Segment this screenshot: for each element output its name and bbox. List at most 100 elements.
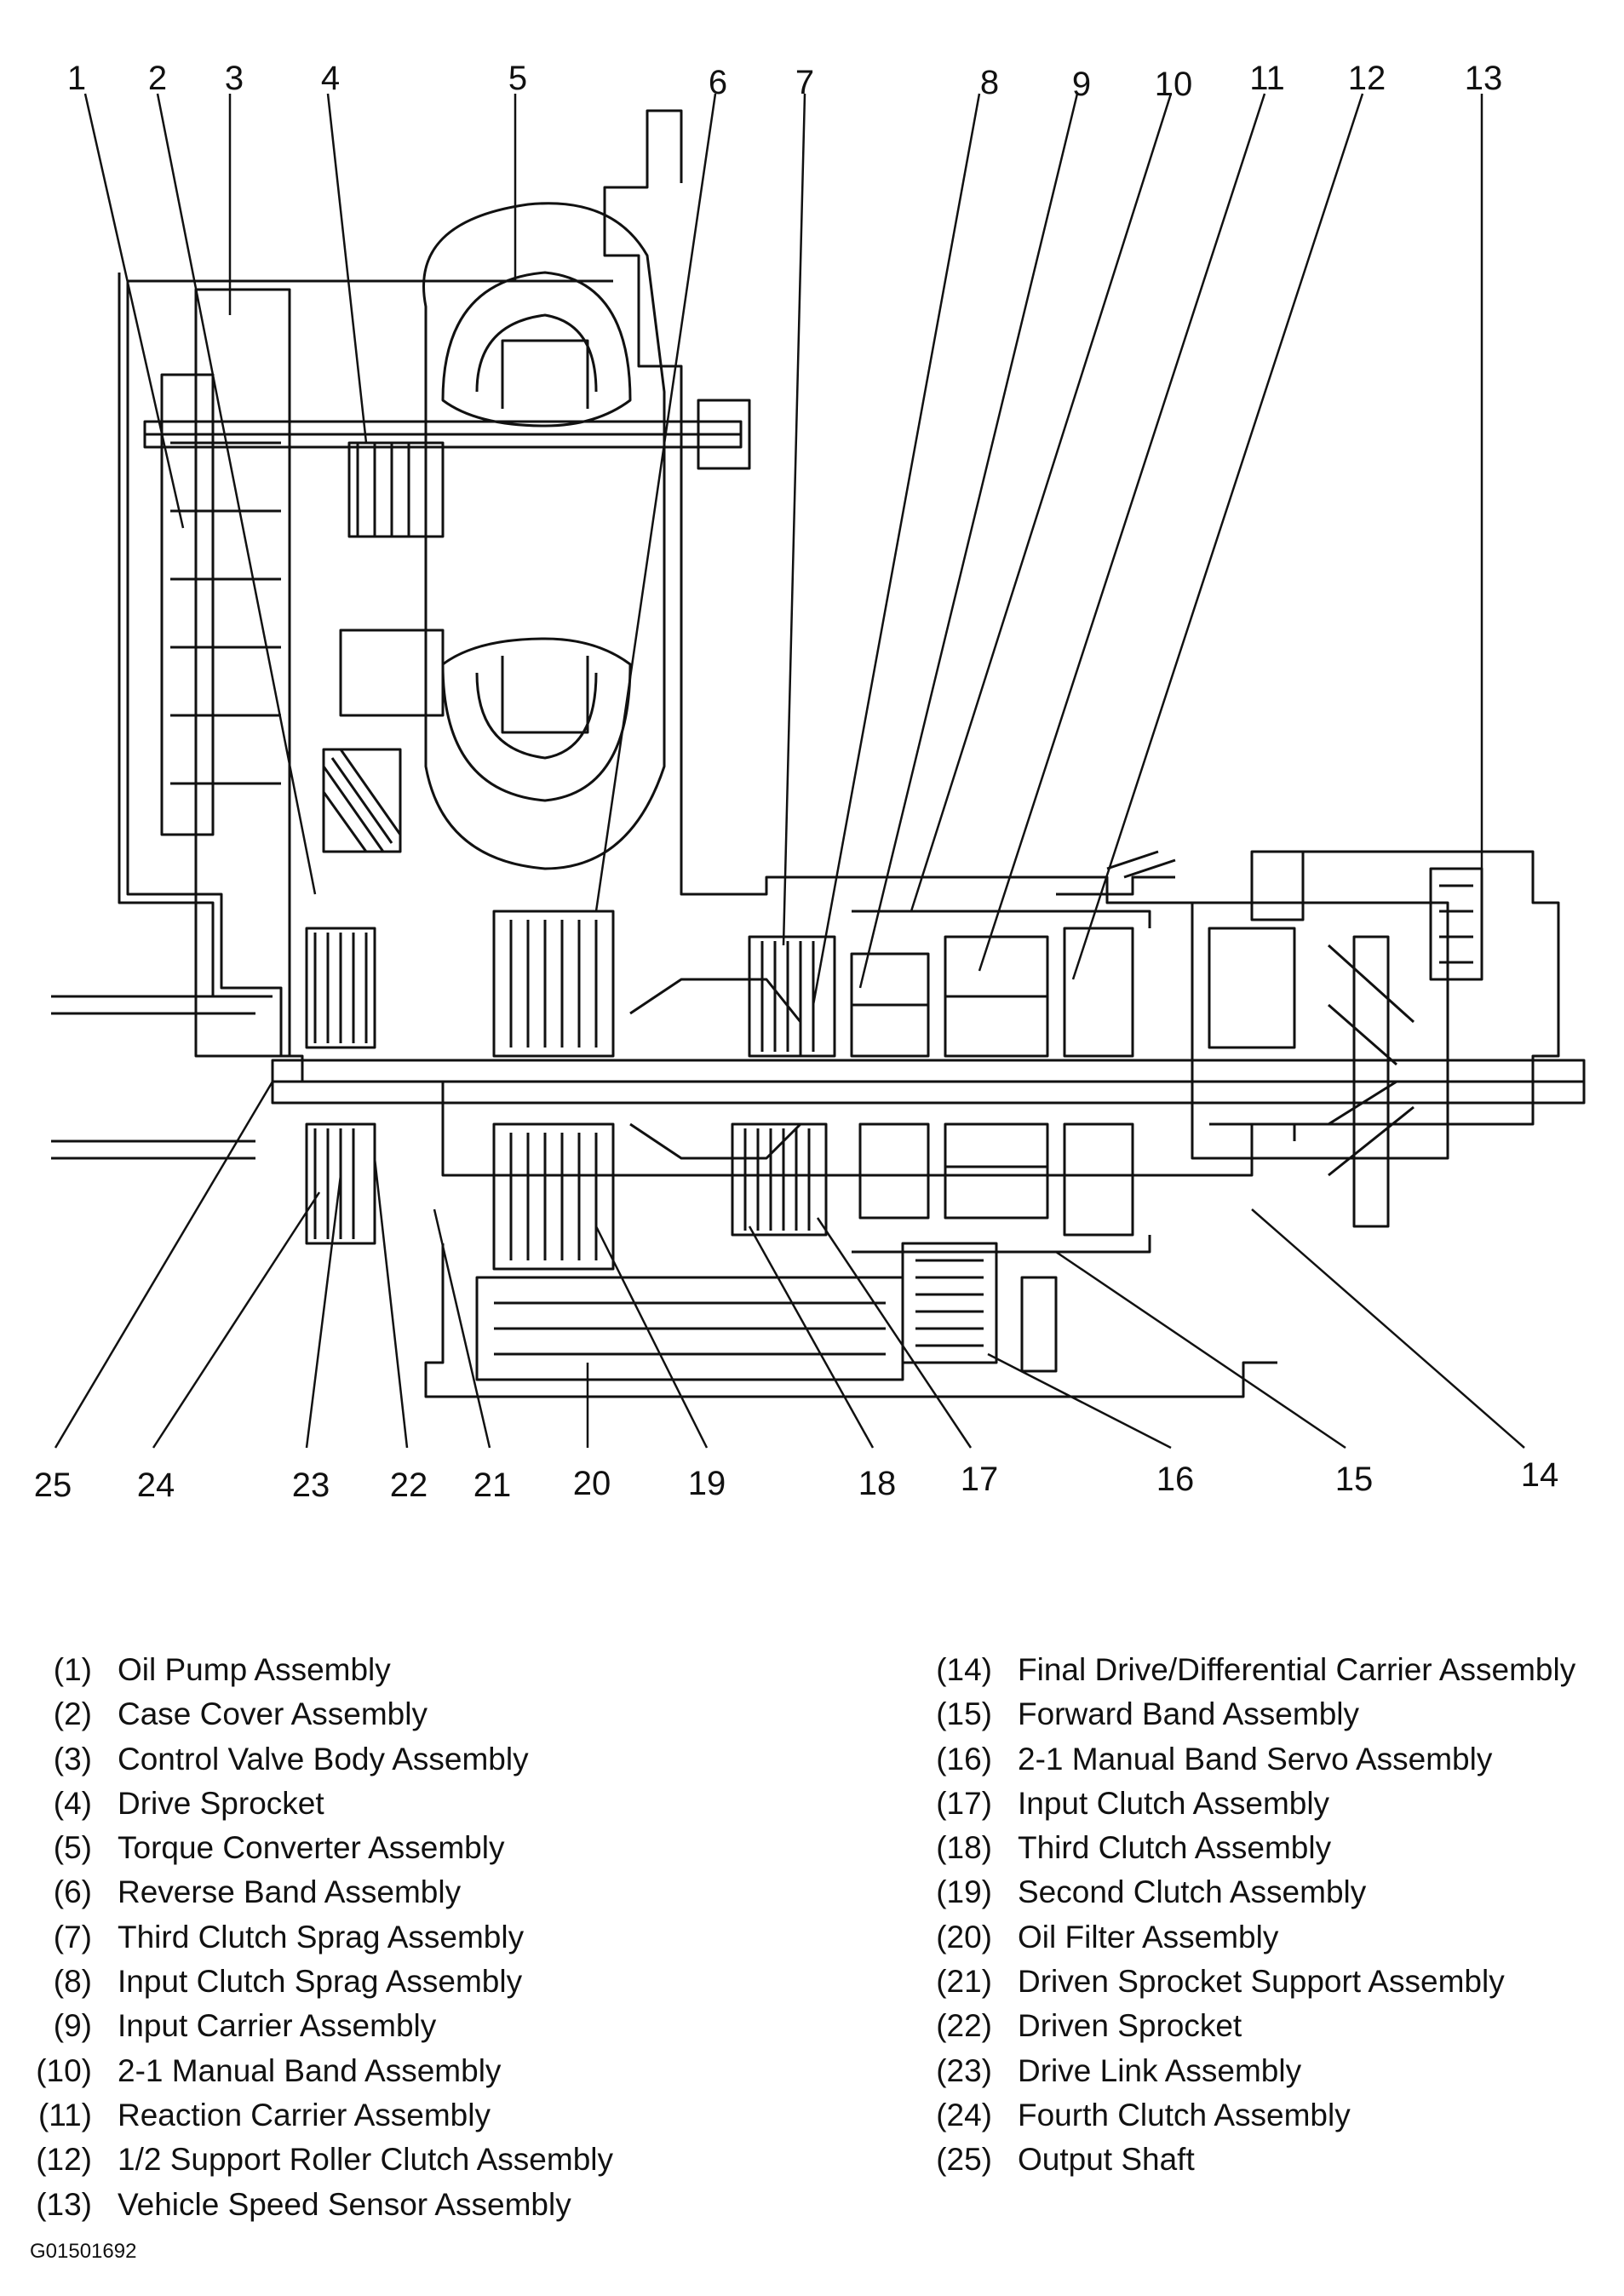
legend-item: (17) Input Clutch Assembly [924, 1782, 1575, 1826]
legend-number: (20) [936, 1919, 992, 1954]
legend-number: (11) [37, 2097, 92, 2132]
callout-13: 13 [1465, 60, 1503, 97]
legend-number: (22) [936, 2008, 992, 2044]
legend-number: (10) [36, 2052, 92, 2088]
legend-item: (13) Vehicle Speed Sensor Assembly [32, 2183, 613, 2227]
callout-18: 18 [858, 1465, 897, 1499]
callout-3: 3 [225, 60, 244, 97]
legend-number: (6) [53, 1874, 92, 1910]
legend-number: (16) [936, 1741, 992, 1777]
legend-number: (12) [36, 2142, 92, 2178]
legend-item: (2) Case Cover Assembly [32, 1692, 613, 1736]
legend-number: (15) [936, 1696, 992, 1732]
legend-label: Torque Converter Assembly [118, 1830, 505, 1866]
callout-15: 15 [1335, 1461, 1374, 1498]
legend-item: (23) Drive Link Assembly [924, 2049, 1575, 2093]
legend-item: (4) Drive Sprocket [32, 1782, 613, 1826]
legend-label: Forward Band Assembly [1018, 1696, 1360, 1732]
callout-8: 8 [980, 64, 999, 101]
legend-item: (10) 2-1 Manual Band Assembly [32, 2049, 613, 2093]
callout-4: 4 [321, 60, 340, 97]
callout-14: 14 [1521, 1456, 1559, 1494]
legend-number: (17) [936, 1785, 992, 1821]
legend-number: (9) [53, 2008, 92, 2044]
callout-12: 12 [1348, 60, 1386, 97]
legend-number: (2) [53, 1696, 92, 1732]
legend-label: Reverse Band Assembly [118, 1874, 462, 1910]
legend-label: Vehicle Speed Sensor Assembly [118, 2186, 571, 2222]
callout-5: 5 [508, 60, 527, 97]
legend-label: 2-1 Manual Band Assembly [118, 2052, 502, 2088]
legend-label: Drive Sprocket [118, 1785, 324, 1821]
callout-7: 7 [795, 64, 814, 101]
legend-number: (5) [53, 1830, 92, 1866]
callout-25: 25 [34, 1467, 72, 1499]
callout-21: 21 [473, 1467, 512, 1499]
callout-20: 20 [573, 1465, 611, 1499]
legend-number: (23) [936, 2052, 992, 2088]
legend-label: Reaction Carrier Assembly [118, 2097, 491, 2132]
callout-9: 9 [1072, 66, 1091, 103]
callout-23: 23 [292, 1467, 330, 1499]
legend-item: (18) Third Clutch Assembly [924, 1826, 1575, 1870]
callout-16: 16 [1156, 1461, 1195, 1498]
legend-item: (8)Input Clutch Sprag Assembly [32, 1960, 613, 2004]
legend-label: Output Shaft [1018, 2142, 1195, 2178]
callout-numbers: 1 2 3 4 5 6 7 8 9 10 11 12 13 25 24 23 2… [34, 60, 1559, 1499]
legend-label: Second Clutch Assembly [1018, 1874, 1367, 1910]
legend-label: Driven Sprocket Support Assembly [1018, 1964, 1505, 2000]
legend-item: (14) Final Drive/Differential Carrier Ass… [924, 1648, 1575, 1692]
callout-2: 2 [148, 60, 167, 97]
legend-item: (1) Oil Pump Assembly [32, 1648, 613, 1692]
callout-11: 11 [1249, 60, 1285, 97]
callout-24: 24 [137, 1467, 175, 1499]
legend-label: Input Carrier Assembly [118, 2008, 437, 2044]
legend-label: Final Drive/Differential Carrier Assembl… [1018, 1652, 1576, 1687]
legend-number: (8) [53, 1964, 92, 2000]
callout-leader-lines [54, 93, 1525, 1449]
legend-label: Oil Pump Assembly [118, 1652, 391, 1687]
legend-label: Driven Sprocket [1018, 2008, 1242, 2044]
legend-item: (15) Forward Band Assembly [924, 1692, 1575, 1736]
legend-item: (7) Third Clutch Sprag Assembly [32, 1915, 613, 1960]
legend-number: (13) [36, 2186, 92, 2222]
legend-number: (3) [53, 1741, 92, 1777]
legend-number: (21) [936, 1964, 992, 2000]
legend-left: (1) Oil Pump Assembly (2) Case Cover Assem… [32, 1648, 613, 2227]
figure-code: G01501692 [30, 2240, 137, 2263]
callout-6: 6 [709, 64, 727, 101]
legend-label: Fourth Clutch Assembly [1018, 2097, 1351, 2132]
legend-number: (18) [936, 1830, 992, 1866]
legend-label: Control Valve Body Assembly [118, 1741, 529, 1777]
legend-label: Input Clutch Assembly [1018, 1785, 1330, 1821]
legend-item: (3) Control Valve Body Assembly [32, 1737, 613, 1782]
legend-number: (24) [936, 2097, 992, 2132]
legend-label: Third Clutch Sprag Assembly [118, 1919, 525, 1954]
legend-item: (16) 2-1 Manual Band Servo Assembly [924, 1737, 1575, 1782]
callout-19: 19 [688, 1465, 726, 1499]
transaxle-drawing [51, 109, 1586, 1398]
legend-label: 1/2 Support Roller Clutch Assembly [118, 2142, 613, 2178]
legend-number: (7) [53, 1919, 92, 1954]
legend-item: (9) Input Carrier Assembly [32, 2004, 613, 2048]
legend-label: Oil Filter Assembly [1018, 1919, 1279, 1954]
legend-number: (25) [936, 2142, 992, 2178]
legend-number: (14) [936, 1652, 992, 1687]
legend-label: Drive Link Assembly [1018, 2052, 1302, 2088]
legend-item: (5) Torque Converter Assembly [32, 1826, 613, 1870]
transaxle-cutaway-diagram: 1 2 3 4 5 6 7 8 9 10 11 12 13 25 24 23 2… [34, 60, 1586, 1499]
callout-10: 10 [1155, 66, 1193, 103]
legend-number: (1) [53, 1652, 92, 1687]
legend-number: (4) [53, 1785, 92, 1821]
legend-item: (19)Second Clutch Assembly [924, 1870, 1575, 1914]
legend-right: (14) Final Drive/Differential Carrier Ass… [924, 1648, 1575, 2183]
callout-22: 22 [390, 1467, 428, 1499]
legend-item: (21) Driven Sprocket Support Assembly [924, 1960, 1575, 2004]
legend-item: (11) Reaction Carrier Assembly [32, 2093, 613, 2138]
legend-item: (6) Reverse Band Assembly [32, 1870, 613, 1914]
legend-item: (22) Driven Sprocket [924, 2004, 1575, 2048]
legend-label: 2-1 Manual Band Servo Assembly [1018, 1741, 1493, 1777]
legend-label: Case Cover Assembly [118, 1696, 428, 1732]
legend-item: (20) Oil Filter Assembly [924, 1915, 1575, 1960]
legend-label: Third Clutch Assembly [1018, 1830, 1332, 1866]
